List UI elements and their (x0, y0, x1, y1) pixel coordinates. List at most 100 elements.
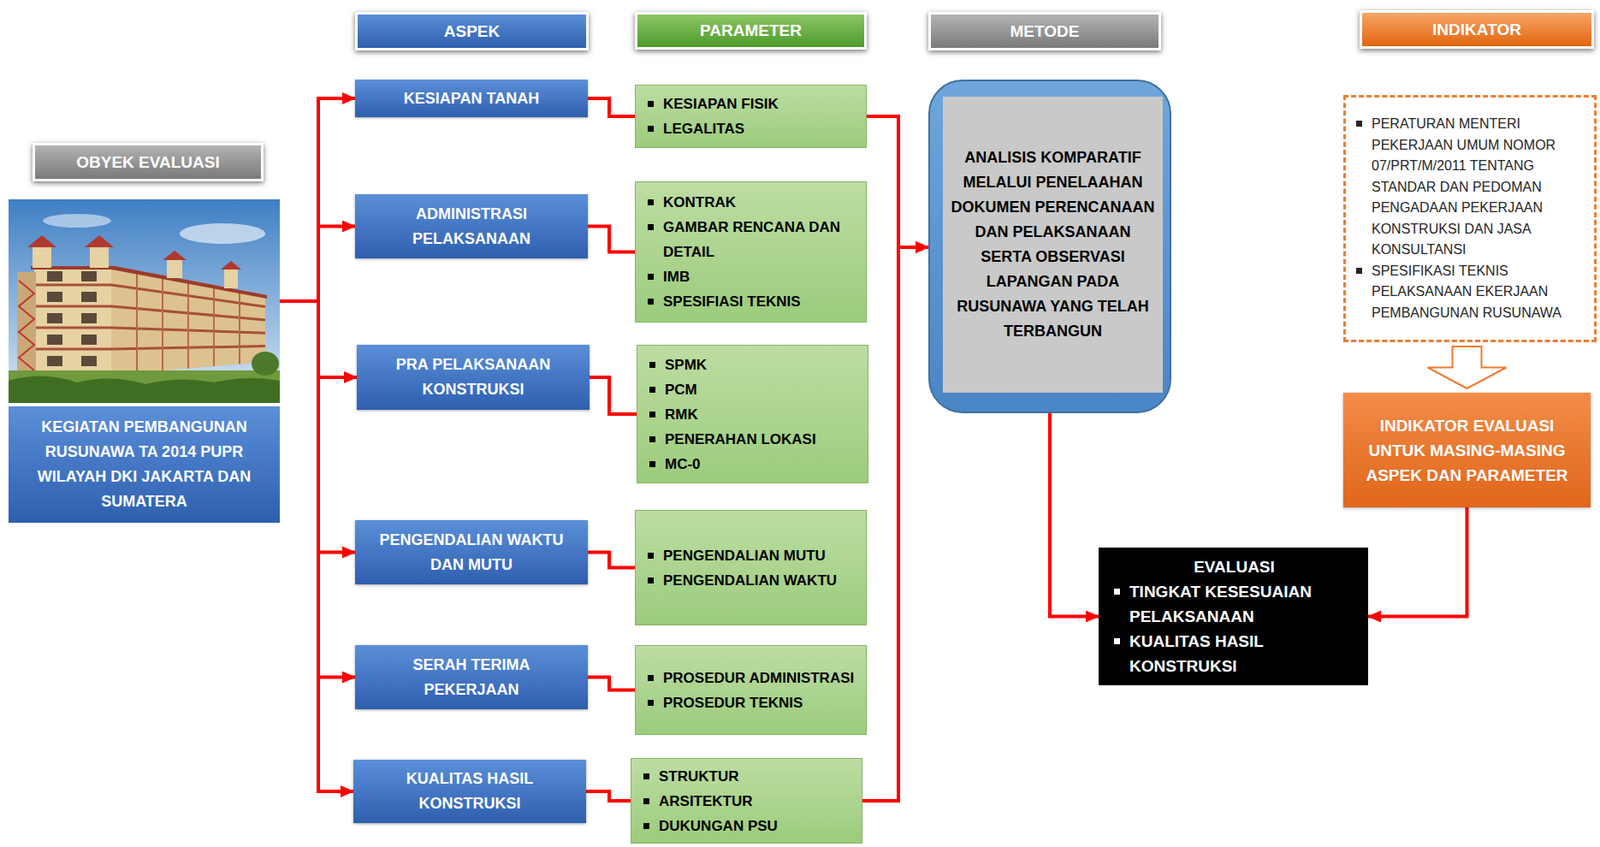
tower-roof (27, 235, 57, 248)
connector-line (586, 791, 631, 801)
bullet-square (649, 461, 656, 468)
parameter-text: GAMBAR RENCANA DAN DETAIL (663, 214, 860, 265)
connector-line (587, 98, 635, 117)
parameter-text: MC-0 (664, 451, 861, 477)
parameter-text: PROSEDUR ADMINISTRASI (663, 665, 860, 691)
bullet-item: DUKUNGAN PSU (640, 813, 855, 839)
sky (8, 199, 280, 403)
block-arrow (1428, 346, 1507, 389)
parameter-text: PROSEDUR TEKNIS (663, 690, 860, 716)
bullet-square (647, 552, 654, 559)
bullet-item: PCM (645, 377, 861, 403)
parameter-text: PENERAHAN LOKASI (664, 426, 861, 452)
parameter-text: KESIAPAN FISIK (663, 91, 860, 117)
text-wrap: INDIKATOR EVALUASI UNTUK MASING-MASING A… (1351, 413, 1583, 488)
box-text: KEGIATAN PEMBANGUNAN RUSUNAWA TA 2014 PU… (15, 414, 273, 515)
bullet-item: GAMBAR RENCANA DAN DETAIL (644, 214, 860, 265)
parameter-box: KONTRAKGAMBAR RENCANA DAN DETAILIMBSPESI… (634, 181, 867, 323)
bullet-square (643, 773, 650, 780)
stair-tower (17, 272, 36, 375)
text-wrap: ADMINISTRASI PELAKSANAAN (363, 201, 580, 252)
object-label-panel: KEGIATAN PEMBANGUNAN RUSUNAWA TA 2014 PU… (8, 406, 280, 523)
bullet-item: PROSEDUR ADMINISTRASI (644, 665, 860, 691)
text-wrap: PENGENDALIAN MUTUPENGENDALIAN WAKTU (644, 543, 860, 593)
connector-line (589, 377, 637, 415)
box-text: ADMINISTRASI PELAKSANAAN (363, 201, 580, 252)
column-header: PARAMETER (634, 11, 867, 50)
bullet-square (647, 199, 654, 206)
text-wrap: KESIAPAN FISIKLEGALITAS (644, 91, 860, 142)
bullet-item: ARSITEKTUR (640, 788, 855, 814)
parameter-box: SPMKPCMRMKPENERAHAN LOKASIMC-0 (636, 344, 869, 484)
connector-line (587, 226, 635, 253)
header-text: INDIKATOR (1368, 19, 1585, 41)
bullet-item: PENGENDALIAN WAKTU (644, 568, 860, 593)
evaluation-text: KUALITAS HASIL KONSTRUKSI (1129, 628, 1358, 679)
connector-line (862, 247, 929, 801)
parameter-text: SPESIFIASI TEKNIS (663, 289, 860, 315)
box-text: KESIAPAN TANAH (363, 86, 580, 112)
tower-roof (220, 260, 242, 270)
parameter-text: DUKUNGAN PSU (658, 813, 855, 839)
bullet-item: PROSEDUR TEKNIS (644, 690, 860, 716)
bullet-square (647, 100, 654, 107)
parameter-box: PENGENDALIAN MUTUPENGENDALIAN WAKTU (634, 509, 867, 626)
aspect-box: PENGENDALIAN WAKTU DAN MUTU (355, 520, 588, 585)
indicator-box: PERATURAN MENTERI PEKERJAAN UMUM NOMOR 0… (1343, 94, 1597, 343)
bullet-square (1356, 120, 1363, 127)
bullet-item: TINGKAT KESESUAIAN PELAKSANAAN (1110, 579, 1358, 629)
roof-tower (89, 243, 109, 268)
header-text: PARAMETER (644, 20, 858, 42)
connector-line (866, 116, 929, 248)
object-header: OBYEK EVALUASI (32, 142, 264, 182)
floor-bands (34, 284, 112, 350)
aspect-box: PRA PELAKSANAAN KONSTRUKSI (356, 344, 590, 410)
parameter-text: PENGENDALIAN WAKTU (663, 568, 860, 593)
text-wrap: KUALITAS HASIL KONSTRUKSI (361, 766, 578, 817)
front-facade (34, 266, 112, 375)
bullet-square (647, 125, 654, 132)
evaluation-heading: EVALUASI (1110, 554, 1358, 580)
bullet-square (647, 224, 654, 231)
roof-edge (30, 266, 267, 299)
bullet-item: STRUKTUR (640, 764, 855, 789)
bullet-item: KUALITAS HASIL KONSTRUKSI (1110, 628, 1358, 679)
connector-line (587, 677, 635, 691)
column-header: INDIKATOR (1359, 10, 1595, 49)
windows (47, 271, 97, 367)
parameter-text: PCM (664, 377, 861, 403)
header-text: ASPEK (364, 21, 580, 42)
aspect-box: KESIAPAN TANAH (355, 79, 588, 118)
connector-line (1368, 507, 1468, 617)
box-text: PRA PELAKSANAAN KONSTRUKSI (365, 352, 581, 403)
parameter-text: LEGALITAS (663, 116, 860, 142)
indicator-text: PERATURAN MENTERI PEKERJAAN UMUM NOMOR 0… (1371, 113, 1584, 261)
parameter-text: KONTRAK (663, 189, 860, 215)
text-wrap: PRA PELAKSANAAN KONSTRUKSI (365, 352, 581, 403)
text-wrap: ASPEK (364, 21, 580, 42)
header-text: METODE (937, 21, 1152, 42)
ground (8, 370, 280, 403)
header-text: OBYEK EVALUASI (41, 152, 255, 173)
text-wrap: PERATURAN MENTERI PEKERJAAN UMUM NOMOR 0… (1352, 113, 1584, 324)
text-wrap: PARAMETER (644, 20, 858, 42)
column-header: METODE (928, 11, 1162, 51)
bullet-item: MC-0 (645, 451, 861, 477)
text-wrap: KEGIATAN PEMBANGUNAN RUSUNAWA TA 2014 PU… (15, 414, 273, 515)
cloud (42, 213, 112, 228)
method-panel: ANALISIS KOMPARATIF MELALUI PENELAAHAN D… (942, 96, 1163, 393)
evaluation-text: TINGKAT KESESUAIAN PELAKSANAAN (1129, 579, 1358, 629)
text-wrap: SPMKPCMRMKPENERAHAN LOKASIMC-0 (645, 352, 861, 477)
evaluation-box: EVALUASITINGKAT KESESUAIAN PELAKSANAANKU… (1098, 547, 1369, 686)
parameter-text: IMB (663, 264, 860, 290)
bullet-square (643, 798, 650, 805)
text-wrap: METODE (937, 21, 1152, 42)
bullet-square (647, 273, 654, 280)
bullet-item: IMB (644, 264, 860, 290)
tower-roof (162, 250, 187, 261)
parameter-text: SPMK (664, 352, 861, 378)
method-box: ANALISIS KOMPARATIF MELALUI PENELAAHAN D… (928, 79, 1172, 414)
connector-line (587, 552, 635, 569)
tree (251, 351, 279, 376)
